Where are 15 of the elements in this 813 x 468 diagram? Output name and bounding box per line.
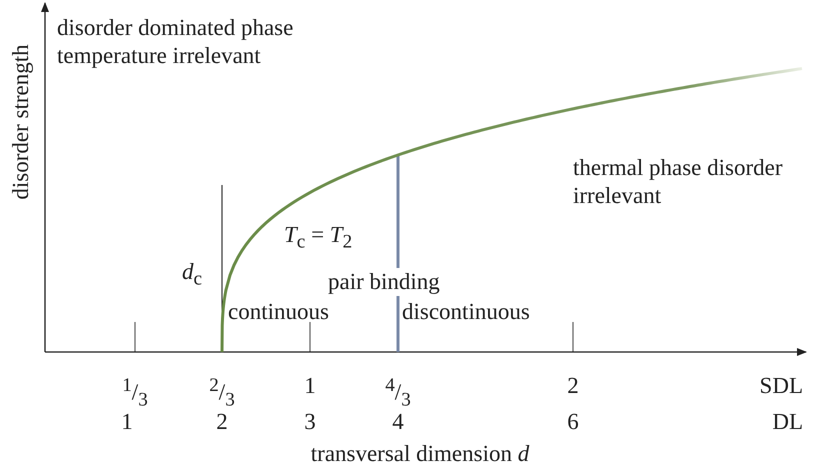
axis-title: disorder strength — [7, 44, 34, 200]
region-label: disorder dominated phase temperature irrelevant — [57, 14, 294, 70]
axis-title: transversal dimension d — [310, 440, 530, 468]
tick-label: 2 — [567, 372, 579, 400]
scale-label: SDL — [760, 372, 803, 400]
region-label: pair binding — [328, 268, 440, 296]
tick-label: 6 — [567, 408, 579, 436]
tick-label: 1 — [304, 372, 316, 400]
curve-label: T$_{c}$ = T$_{2}$ — [284, 221, 352, 255]
region-label: thermal phase disorder irrelevant — [573, 154, 784, 210]
line-label: d$_{c}$ — [182, 258, 202, 292]
scale-label: DL — [772, 408, 803, 436]
region-label: discontinuous — [402, 298, 530, 326]
region-label: continuous — [228, 298, 329, 326]
tick-label: 3 — [304, 408, 316, 436]
